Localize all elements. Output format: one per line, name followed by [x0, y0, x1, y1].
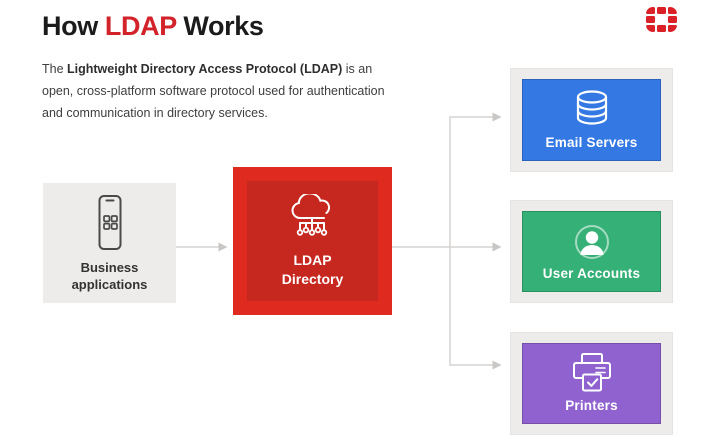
user-accounts-label: User Accounts	[542, 266, 641, 281]
user-accounts-node: User Accounts	[522, 211, 661, 292]
source-node-label: Business applications	[71, 260, 148, 292]
smartphone-apps-icon	[98, 195, 121, 250]
printer-check-icon	[572, 353, 611, 392]
printers-label: Printers	[565, 398, 618, 413]
description-lead: The	[42, 62, 68, 76]
email-servers-node: Email Servers	[522, 79, 661, 161]
email-servers-label: Email Servers	[545, 135, 638, 150]
printers-node: Printers	[522, 343, 661, 424]
business-applications-node: Business applications	[43, 183, 176, 303]
printers-frame: Printers	[510, 332, 673, 435]
page-title: How LDAP Works	[42, 11, 264, 42]
hub-node-label: LDAP Directory	[281, 251, 344, 287]
user-accounts-frame: User Accounts	[510, 200, 673, 303]
title-prefix: How	[42, 11, 105, 41]
fortinet-logo-icon	[646, 7, 677, 32]
user-circle-icon	[574, 225, 609, 259]
description-text: The Lightweight Directory Access Protoco…	[42, 58, 394, 124]
title-highlight: LDAP	[104, 11, 177, 41]
database-icon	[576, 90, 607, 125]
title-suffix: Works	[176, 11, 264, 41]
ldap-directory-inner: LDAP Directory	[247, 181, 378, 301]
description-bold: Lightweight Directory Access Protocol (L…	[67, 62, 343, 76]
description-rest: is an open, cross-platform software prot…	[42, 62, 385, 120]
email-servers-frame: Email Servers	[510, 68, 673, 172]
ldap-directory-node: LDAP Directory	[233, 167, 392, 315]
cloud-network-icon	[291, 193, 330, 236]
